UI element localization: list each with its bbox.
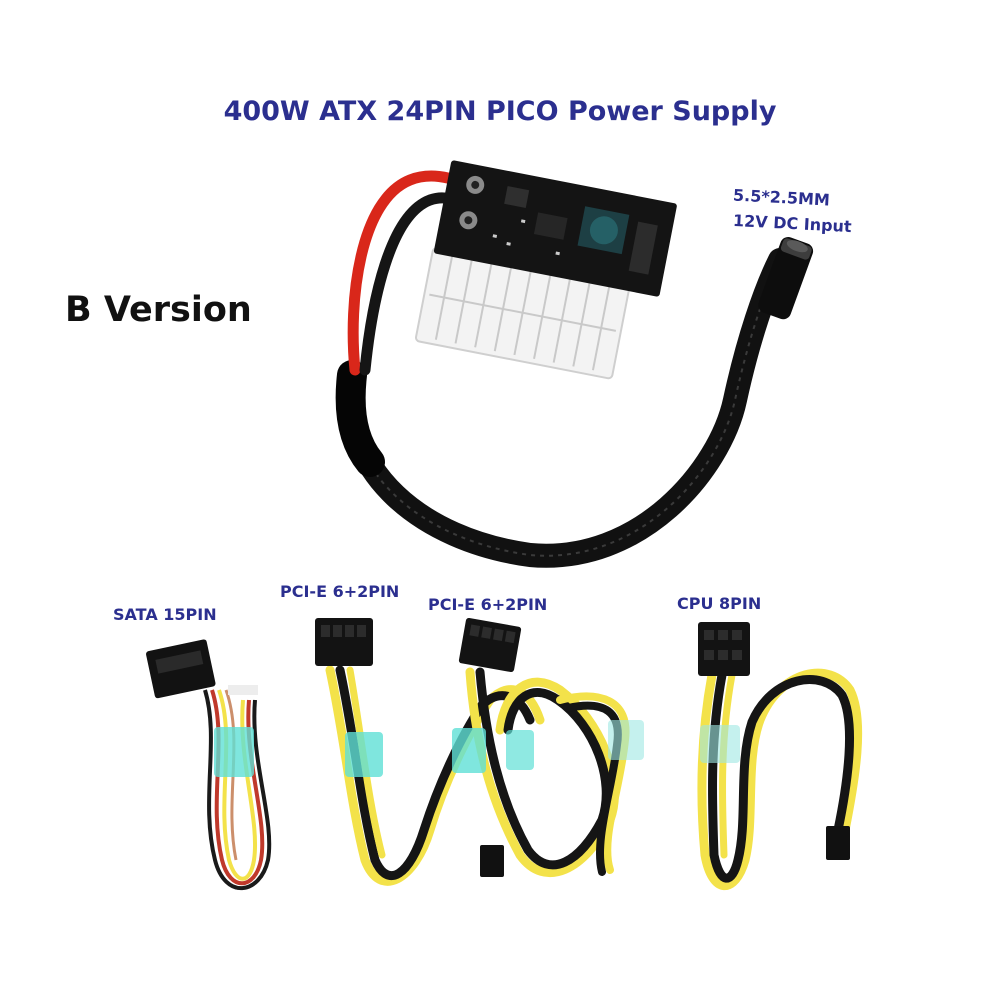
tape	[345, 732, 383, 777]
pcie-connector	[315, 618, 373, 666]
board-connector	[826, 826, 850, 860]
cpu-cable	[697, 622, 863, 891]
cpu-label: CPU 8PIN	[677, 594, 762, 613]
dc-barrel-jack	[758, 236, 814, 320]
tape	[214, 727, 254, 777]
pico-psu-assembly	[335, 160, 814, 568]
tape	[700, 725, 740, 763]
tape	[452, 728, 486, 773]
pcie-cable-2	[452, 617, 644, 878]
pcie-cable-1	[315, 618, 545, 886]
product-title: 400W ATX 24PIN PICO Power Supply	[223, 96, 777, 127]
pcie-connector	[458, 617, 522, 673]
pcb-board	[433, 160, 677, 297]
pcie-label-1: PCI-E 6+2PIN	[280, 582, 400, 601]
tape	[506, 730, 534, 770]
sata-label: SATA 15PIN	[113, 605, 217, 624]
tape	[608, 720, 644, 760]
gpu-connector	[480, 845, 504, 877]
sata-cable	[146, 639, 272, 891]
pcie-label-2: PCI-E 6+2PIN	[428, 595, 548, 614]
sata-connector	[146, 639, 216, 699]
cpu-connector	[698, 622, 750, 676]
version-label: B Version	[65, 290, 252, 330]
